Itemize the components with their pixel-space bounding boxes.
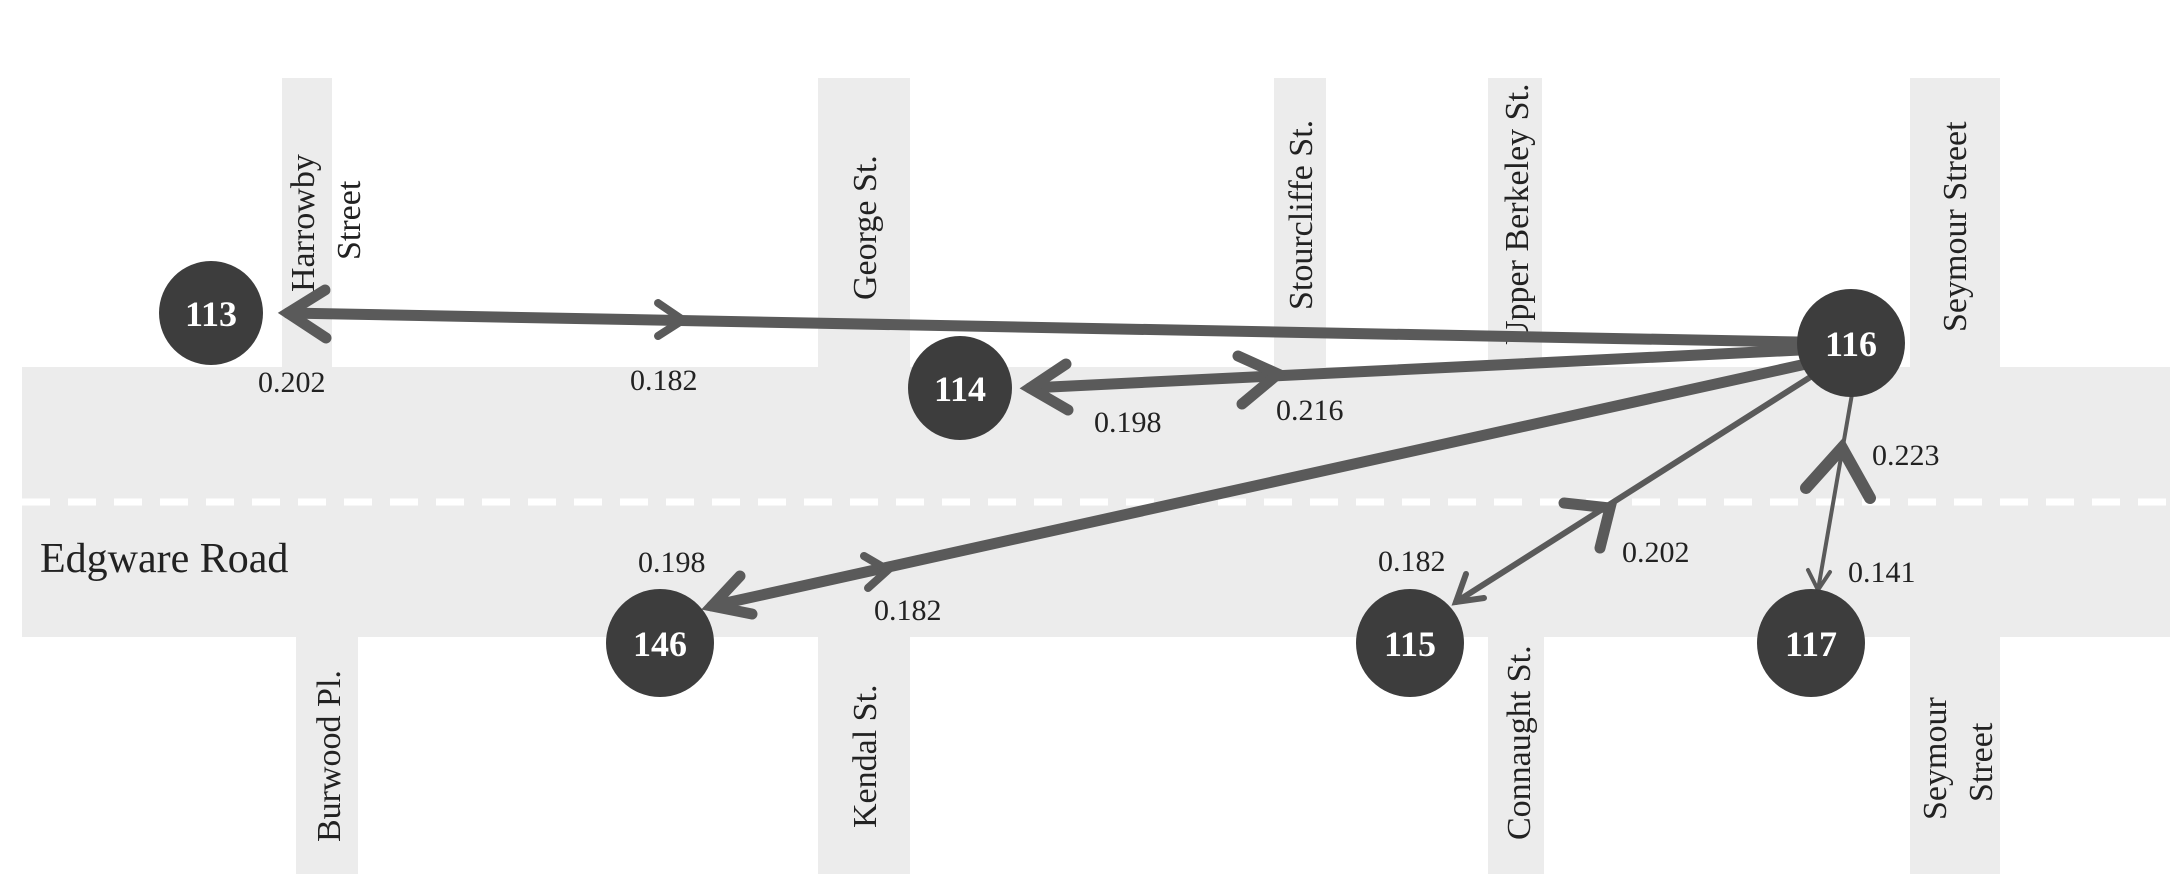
edge-layer xyxy=(277,284,1876,620)
weight-label-116-146: 0.182 xyxy=(874,594,942,627)
weight-label-116-115: 0.202 xyxy=(1622,536,1690,569)
node-113-label: 113 xyxy=(185,294,237,334)
edge-116-115 xyxy=(1451,373,1815,606)
edge-116-146-arrowhead xyxy=(701,570,758,620)
seymour-street-north-strip xyxy=(1910,78,2000,368)
road-layer xyxy=(22,78,2170,874)
node-114-circle xyxy=(908,336,1012,440)
street-label-layer: Edgware Road Harrowby Street George St. … xyxy=(40,83,2000,842)
node-113[interactable]: 113 xyxy=(159,261,263,365)
street-label-seymour-south: Seymour Street xyxy=(1917,689,2000,820)
edge-116-113-line xyxy=(282,307,1804,348)
edge-116-113-midmark xyxy=(654,299,691,340)
node-117-label: 117 xyxy=(1785,624,1837,664)
node-115[interactable]: 115 xyxy=(1356,589,1464,697)
weight-label-116-113: 0.182 xyxy=(630,364,698,397)
edge-116-146-line xyxy=(706,358,1812,612)
weight-label-114: 0.198 xyxy=(1094,406,1162,439)
edge-116-114-line xyxy=(1024,344,1806,394)
weight-label-117: 0.141 xyxy=(1848,556,1916,589)
edge-116-113-arrowhead xyxy=(277,284,332,344)
weight-label-layer: 0.202 0.182 0.198 0.216 0.198 0.182 0.18… xyxy=(258,364,1940,627)
node-146[interactable]: 146 xyxy=(606,589,714,697)
node-117-circle xyxy=(1757,589,1865,697)
kendal-street-strip xyxy=(818,636,910,874)
weight-label-113: 0.202 xyxy=(258,366,326,399)
node-117[interactable]: 117 xyxy=(1757,589,1865,697)
street-label-seymour-north: Seymour Street xyxy=(1937,121,1974,332)
weight-label-115: 0.182 xyxy=(1378,545,1446,578)
street-label-connaught: Connaught St. xyxy=(1501,645,1538,840)
node-115-circle xyxy=(1356,589,1464,697)
node-115-label: 115 xyxy=(1384,624,1436,664)
edge-116-146-midmark xyxy=(860,552,895,592)
node-114[interactable]: 114 xyxy=(908,336,1012,440)
node-layer: 113 114 116 146 115 117 xyxy=(159,261,1905,697)
street-label-burwood: Burwood Pl. xyxy=(311,670,348,842)
edge-116-117-line xyxy=(1816,392,1854,592)
street-label-upper-berkeley: Upper Berkeley St. xyxy=(1499,83,1536,345)
seymour-street-south-strip xyxy=(1910,636,2000,874)
node-116-circle xyxy=(1797,289,1905,397)
edge-116-115-midmark xyxy=(1558,497,1617,554)
node-146-circle xyxy=(606,589,714,697)
node-114-label: 114 xyxy=(934,369,986,409)
edge-116-114-arrowhead xyxy=(1019,358,1074,416)
street-label-harrowby: Harrowby Street xyxy=(285,146,368,292)
connaught-street-strip xyxy=(1488,636,1544,874)
upper-berkeley-street-strip xyxy=(1488,78,1542,368)
edge-116-114-midmark xyxy=(1232,350,1289,410)
street-label-george: George St. xyxy=(847,155,884,300)
edge-116-115-line xyxy=(1453,373,1815,605)
weight-label-146: 0.198 xyxy=(638,546,706,579)
street-label-stourcliffe: Stourcliffe St. xyxy=(1283,120,1320,310)
weight-label-116-117: 0.223 xyxy=(1872,439,1940,472)
edge-116-146 xyxy=(701,358,1812,620)
edge-116-117-midmark xyxy=(1800,437,1876,504)
road-name: Edgware Road xyxy=(40,536,288,582)
edge-116-114 xyxy=(1019,344,1806,416)
node-146-label: 146 xyxy=(633,624,687,664)
edge-116-115-arrowhead xyxy=(1451,571,1487,606)
node-116-label: 116 xyxy=(1825,324,1877,364)
weight-label-116-114: 0.216 xyxy=(1276,394,1344,427)
stourcliffe-street-strip xyxy=(1274,78,1326,368)
node-116[interactable]: 116 xyxy=(1797,289,1905,397)
edge-116-113 xyxy=(277,284,1804,348)
node-113-circle xyxy=(159,261,263,365)
street-label-kendal: Kendal St. xyxy=(847,684,884,828)
burwood-place-strip xyxy=(296,636,358,874)
